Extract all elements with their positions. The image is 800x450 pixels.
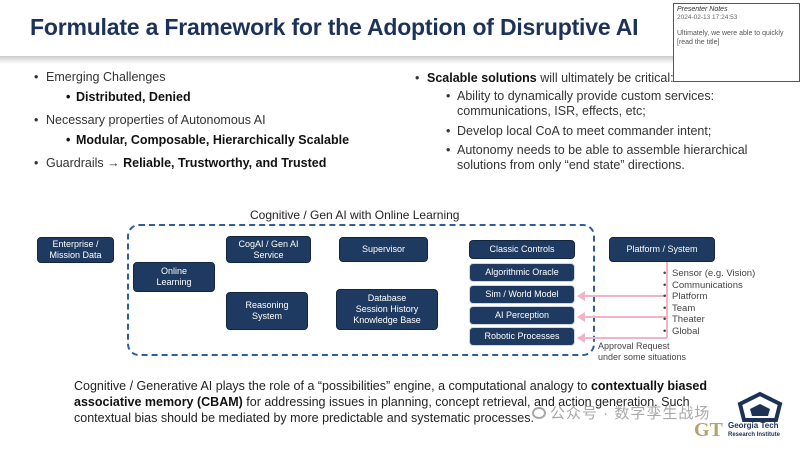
svg-text:GT: GT: [694, 419, 724, 441]
sensor-item: Sensor (e.g. Vision): [663, 268, 755, 280]
cognitive-group-border: [127, 224, 595, 356]
slide-title: Formulate a Framework for the Adoption o…: [30, 14, 639, 40]
bullet-scalable-solutions: •Scalable solutions will ultimately be c…: [415, 71, 674, 85]
node-enterprise-mission-data: Enterprise /Mission Data: [37, 237, 114, 263]
title-underline: [0, 56, 800, 64]
node-sim-world-model: Sim / World Model: [469, 285, 575, 304]
presenter-notes-panel[interactable]: Presenter Notes 2024-02-13 17:24:53 Ulti…: [673, 3, 800, 82]
sensor-item: Team: [663, 303, 755, 315]
sensor-item: Platform: [663, 291, 755, 303]
node-supervisor: Supervisor: [339, 237, 428, 262]
approval-arrows: [577, 262, 668, 343]
bullet-necessary-properties: •Necessary properties of Autonomous AI: [34, 113, 266, 127]
bullet-distributed-denied: •Distributed, Denied: [66, 90, 191, 104]
node-ai-perception: AI Perception: [469, 306, 575, 325]
presenter-notes-text: Ultimately, we were able to quickly [rea…: [677, 30, 784, 46]
platform-sensor-list: Sensor (e.g. Vision) Communications Plat…: [663, 268, 755, 338]
sensor-item: Communications: [663, 280, 755, 292]
bullet-ability: •Ability to dynamically provide custom s…: [446, 89, 715, 118]
cognitive-group-title: Cognitive / Gen AI with Online Learning: [250, 208, 460, 222]
bullet-guardrails: •Guardrails → Reliable, Trustworthy, and…: [34, 156, 327, 170]
bullet-modular: •Modular, Composable, Hierarchically Sca…: [66, 133, 350, 147]
node-classic-controls: Classic Controls: [469, 240, 575, 259]
presenter-notes-header: Presenter Notes: [677, 6, 728, 13]
node-platform-system: Platform / System: [609, 237, 715, 262]
cbam-paragraph: Cognitive / Generative AI plays the role…: [74, 379, 707, 425]
bullet-develop-coa: •Develop local CoA to meet commander int…: [446, 124, 712, 138]
node-robotic-processes: Robotic Processes: [469, 327, 575, 346]
sensor-item: Global: [663, 326, 755, 338]
bullet-emerging-challenges: •Emerging Challenges: [34, 70, 166, 84]
presenter-notes-timestamp: 2024-02-13 17:24:53: [677, 14, 738, 21]
wechat-icon: [532, 407, 546, 419]
georgia-tech-logo: GT: [694, 391, 783, 441]
bullet-autonomy: •Autonomy needs to be able to assemble h…: [446, 143, 748, 172]
node-algorithmic-oracle: Algorithmic Oracle: [469, 263, 575, 282]
sensor-item: Theater: [663, 314, 755, 326]
wechat-watermark: 公众号 · 数字孪生战场: [532, 402, 710, 423]
